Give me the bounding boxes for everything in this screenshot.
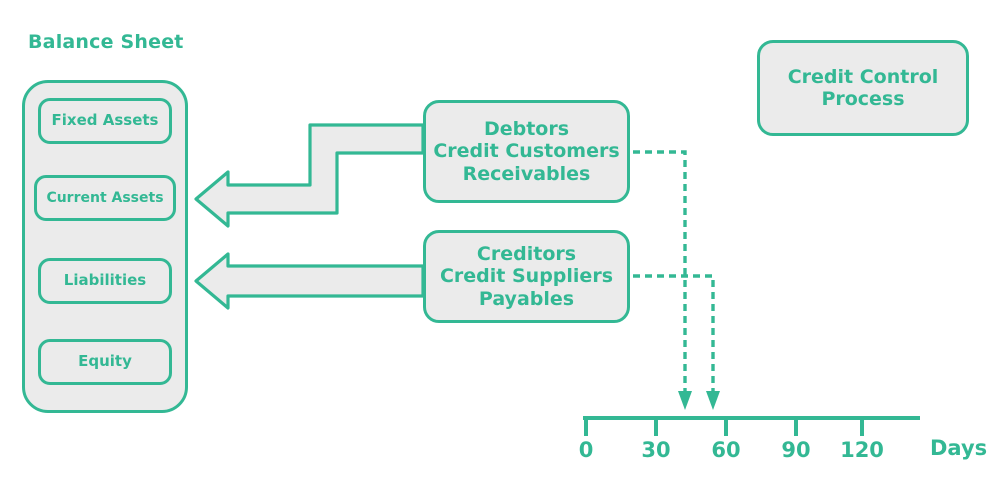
connector-debtors-to-current-assets — [194, 123, 425, 228]
node-creditors[interactable]: Creditors Credit Suppliers Payables — [423, 230, 630, 323]
timeline-label-60: 60 — [711, 438, 741, 462]
connector-creditors-to-timeline — [633, 274, 720, 410]
balance-sheet-item-current-assets[interactable]: Current Assets — [34, 175, 176, 221]
node-debtors[interactable]: Debtors Credit Customers Receivables — [423, 100, 630, 203]
timeline-label-90: 90 — [781, 438, 811, 462]
connector-creditors-to-liabilities — [194, 252, 425, 310]
timeline-label-120: 120 — [840, 438, 884, 462]
connector-debtors-to-timeline — [633, 150, 692, 410]
timeline-label-30: 30 — [641, 438, 671, 462]
balance-sheet-title: Balance Sheet — [28, 31, 184, 53]
timeline-axis-label: Days — [930, 436, 988, 460]
timeline-label-0: 0 — [578, 438, 594, 462]
timeline-axis — [583, 416, 920, 436]
node-credit-control-process[interactable]: Credit Control Process — [757, 40, 969, 136]
balance-sheet-item-liabilities[interactable]: Liabilities — [38, 258, 172, 304]
balance-sheet-item-equity[interactable]: Equity — [38, 339, 172, 385]
balance-sheet-item-fixed-assets[interactable]: Fixed Assets — [38, 98, 172, 144]
